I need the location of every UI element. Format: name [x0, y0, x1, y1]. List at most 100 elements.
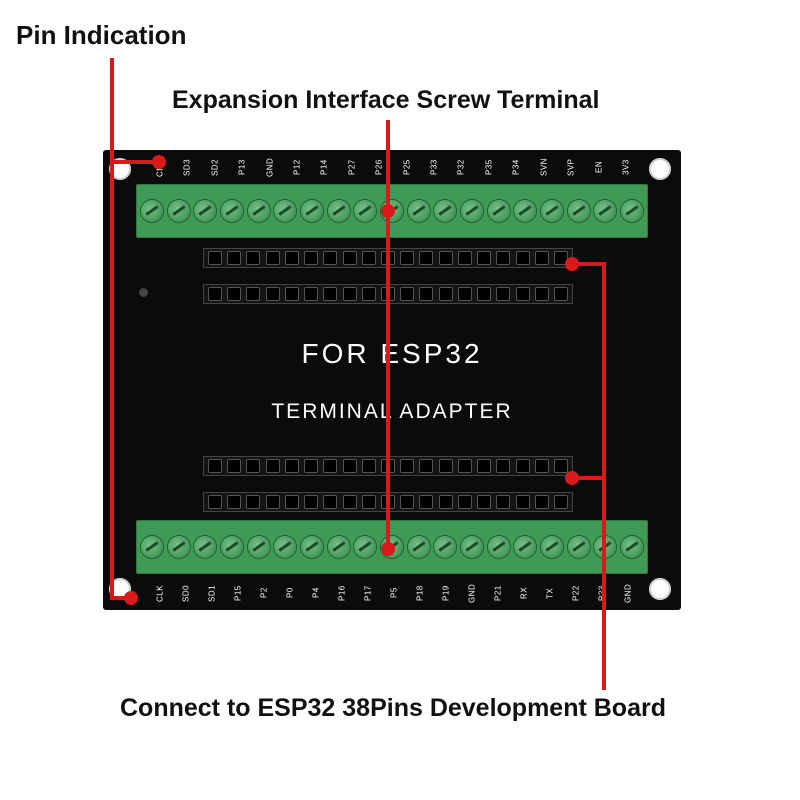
- header-pin: [284, 251, 299, 265]
- terminal-screw: [487, 536, 510, 558]
- pin-label: P4: [311, 587, 321, 599]
- header-pin: [361, 459, 376, 473]
- header-pin: [342, 287, 357, 301]
- terminal-screw: [514, 200, 537, 222]
- mount-hole-bottom-right: [649, 578, 671, 600]
- header-pin: [246, 287, 261, 301]
- header-pin: [457, 495, 472, 509]
- header-pin: [304, 459, 319, 473]
- header-pin: [534, 251, 549, 265]
- terminal-screw: [514, 536, 537, 558]
- connect-board-label: Connect to ESP32 38Pins Development Boar…: [120, 694, 666, 722]
- pin-label: P22: [571, 585, 581, 601]
- header-pin: [515, 287, 530, 301]
- pin-label: P27: [347, 159, 357, 175]
- pin-label: RX: [519, 586, 529, 600]
- header-pin: [400, 495, 415, 509]
- pin-indication-label: Pin Indication: [16, 20, 187, 50]
- header-pin: [534, 287, 549, 301]
- terminal-screw: [354, 200, 377, 222]
- header-pin: [284, 459, 299, 473]
- header-pin: [284, 495, 299, 509]
- pin-label: P0: [285, 587, 295, 599]
- terminal-screw: [567, 200, 590, 222]
- header-pin: [323, 459, 338, 473]
- expansion-terminal-line: [386, 120, 390, 550]
- header-pin: [419, 251, 434, 265]
- header-pin: [400, 459, 415, 473]
- pin-indication-line-bottom: [110, 596, 130, 600]
- pin-label: P19: [441, 585, 451, 601]
- header-pin: [342, 495, 357, 509]
- board-title: FOR ESP32: [301, 338, 483, 369]
- terminal-screw: [194, 200, 217, 222]
- header-pin: [208, 251, 222, 265]
- pin-label: GND: [623, 583, 633, 603]
- header-pin: [227, 251, 242, 265]
- header-pin: [304, 287, 319, 301]
- pin-label: SVP: [566, 158, 576, 176]
- pin-label: P34: [511, 159, 521, 175]
- terminal-screw: [434, 536, 457, 558]
- terminal-screw: [274, 200, 297, 222]
- top-pin-labels: CMDSD3SD2P13GNDP12P14P27P26P25P33P32P35P…: [147, 152, 639, 182]
- pin-label: GND: [467, 583, 477, 603]
- terminal-screw: [327, 536, 350, 558]
- pin-label: P25: [402, 159, 412, 175]
- header-pin: [553, 495, 568, 509]
- header-pin: [515, 495, 530, 509]
- pin-label: P21: [493, 585, 503, 601]
- pin-label: CLK: [155, 584, 165, 602]
- terminal-screw: [460, 536, 483, 558]
- header-pin: [208, 459, 222, 473]
- pin-indication-line-top: [110, 160, 158, 164]
- header-pin: [304, 495, 319, 509]
- pin-label: P15: [233, 585, 243, 601]
- header-pin: [477, 287, 492, 301]
- terminal-screw: [247, 200, 270, 222]
- header-pin: [246, 495, 261, 509]
- expansion-terminal-label: Expansion Interface Screw Terminal: [172, 86, 600, 114]
- pin-label: P32: [456, 159, 466, 175]
- header-pin: [342, 459, 357, 473]
- pin-label: P33: [429, 159, 439, 175]
- header-pin: [246, 251, 261, 265]
- terminal-screw: [167, 200, 190, 222]
- header-row-top-2: [203, 284, 573, 304]
- header-pin: [438, 287, 453, 301]
- terminal-screw: [407, 200, 430, 222]
- expansion-terminal-dot-top: [381, 204, 395, 218]
- header-pin: [265, 287, 280, 301]
- header-pin: [496, 287, 511, 301]
- header-pin: [342, 251, 357, 265]
- header-pin: [553, 459, 568, 473]
- header-pin: [246, 459, 261, 473]
- pin-label: SD0: [181, 584, 191, 602]
- terminal-screw: [300, 536, 323, 558]
- header-pin: [419, 495, 434, 509]
- pin-label: P13: [237, 159, 247, 175]
- header-pin: [400, 287, 415, 301]
- header-pin: [361, 287, 376, 301]
- esp32-terminal-adapter-board: CMDSD3SD2P13GNDP12P14P27P26P25P33P32P35P…: [103, 150, 681, 610]
- header-pin: [496, 251, 511, 265]
- terminal-screw: [141, 200, 163, 222]
- connect-board-dot-top: [565, 257, 579, 271]
- pin-label: P14: [319, 159, 329, 175]
- terminal-screw: [434, 200, 457, 222]
- header-pin: [361, 251, 376, 265]
- pin-label: P16: [337, 585, 347, 601]
- pin-label: P18: [415, 585, 425, 601]
- connect-board-line-bottom: [570, 476, 606, 480]
- header-pin: [515, 251, 530, 265]
- header-pin: [265, 251, 280, 265]
- terminal-screw: [407, 536, 430, 558]
- pin-label: TX: [545, 587, 555, 599]
- header-pin: [438, 251, 453, 265]
- pin-label: P12: [292, 159, 302, 175]
- pin-label: GND: [265, 157, 275, 177]
- pin-label: P35: [484, 159, 494, 175]
- header-pin: [304, 251, 319, 265]
- terminal-screw: [594, 200, 617, 222]
